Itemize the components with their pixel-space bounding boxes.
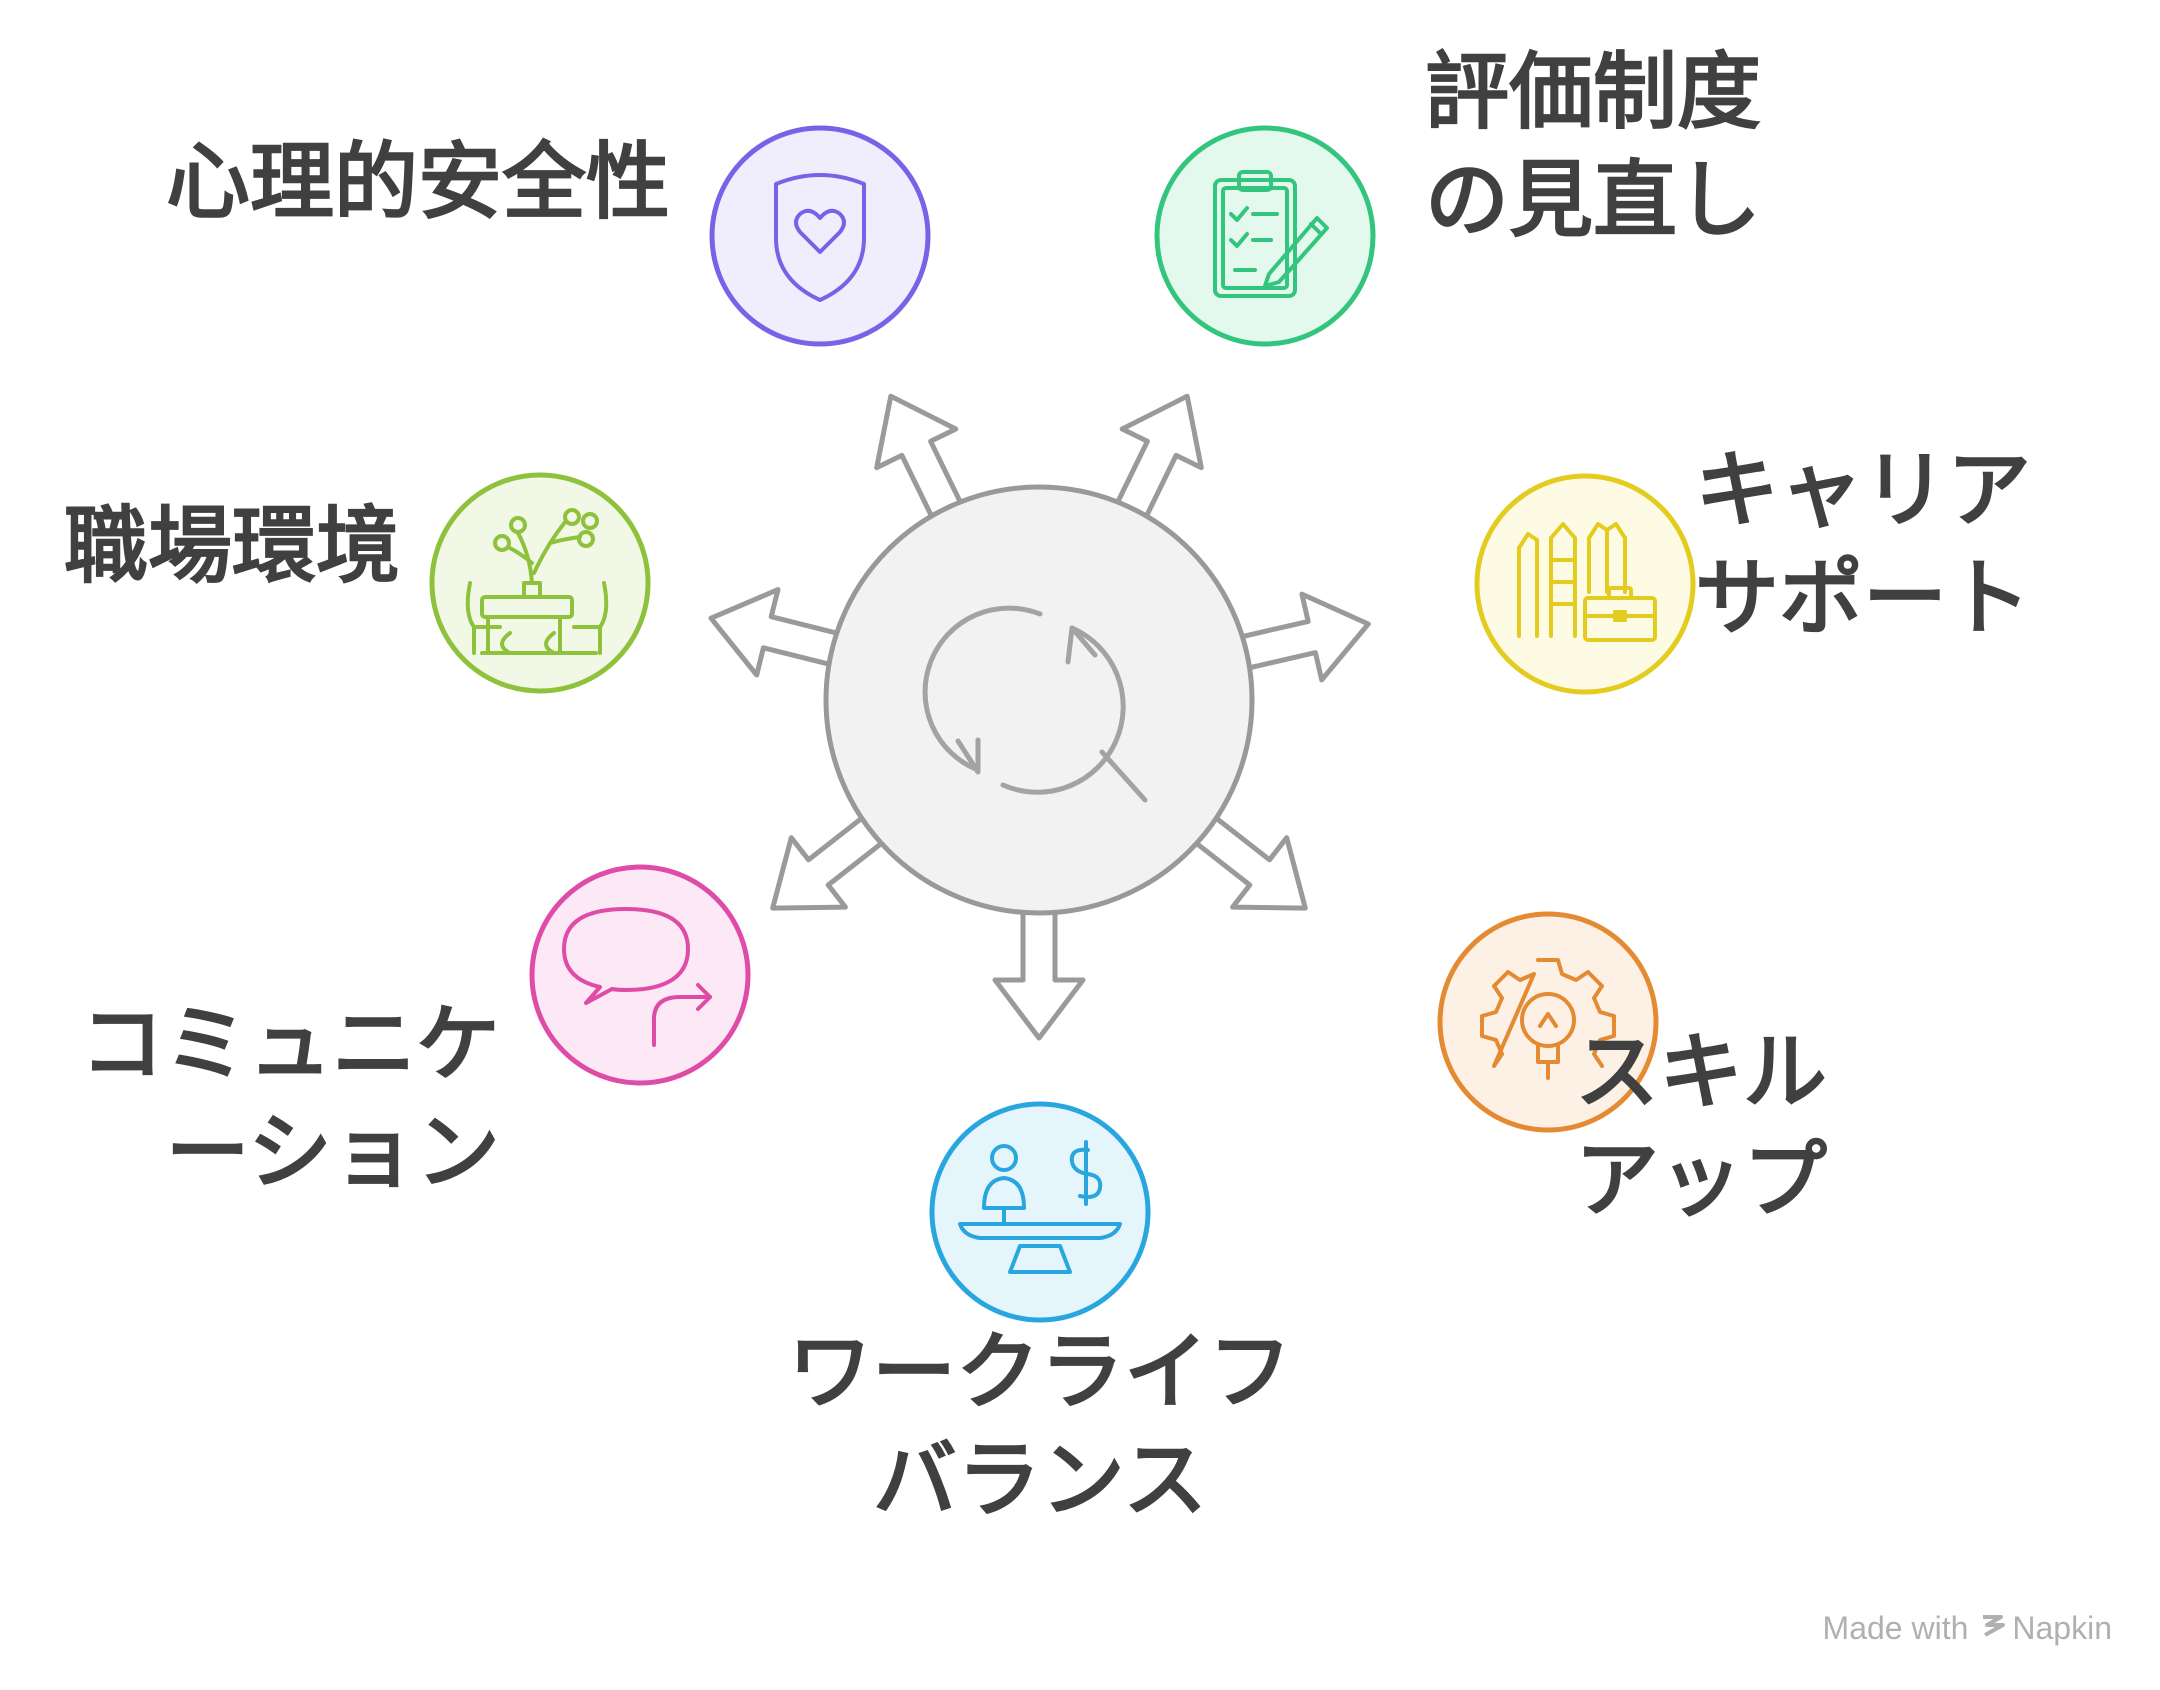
label-line: 職場環境 xyxy=(63,497,400,595)
center-hub xyxy=(823,484,1255,916)
node-psych-safety xyxy=(709,125,931,347)
node-career xyxy=(1474,473,1696,695)
label-line: ーション xyxy=(165,1103,500,1201)
label-line: キャリア xyxy=(1695,441,2032,539)
hub-arrows xyxy=(708,393,1371,1041)
label-line: 心理的安全性 xyxy=(165,133,670,231)
label-career: キャリア サポート xyxy=(1695,436,2031,652)
shield-heart-icon xyxy=(774,173,866,302)
node-circle xyxy=(1437,911,1659,1133)
label-communication: コミュニケ ーション xyxy=(30,990,500,1206)
napkin-logo-icon xyxy=(1980,1610,2006,1647)
label-line: アップ xyxy=(1575,1131,1828,1229)
node-communication xyxy=(529,864,751,1086)
career-ladder-briefcase-icon xyxy=(1517,522,1657,642)
label-skill: スキル アップ xyxy=(1575,1018,1827,1234)
balance-scale-icon xyxy=(958,1140,1122,1274)
node-circle xyxy=(929,1101,1151,1323)
made-with-text: Made with xyxy=(1822,1610,1969,1646)
node-skill xyxy=(1437,911,1659,1133)
label-psych-safety: 心理的安全性 xyxy=(100,128,670,236)
node-worklife xyxy=(929,1101,1151,1323)
label-line: の見直し xyxy=(1425,151,1762,249)
label-evaluation: 評価制度 の見直し xyxy=(1425,38,1761,254)
node-workplace xyxy=(429,472,651,694)
label-line: ワークライフ xyxy=(787,1323,1292,1421)
label-workplace: 職場環境 xyxy=(20,492,400,600)
desk-plant-icon xyxy=(465,508,609,655)
made-with-napkin: Made with Napkin xyxy=(1823,1610,2112,1651)
clipboard-pencil-icon xyxy=(1213,170,1329,298)
gear-bulb-icon xyxy=(1480,958,1616,1080)
node-evaluation xyxy=(1154,125,1376,347)
node-circle xyxy=(1154,125,1376,347)
label-line: バランス xyxy=(872,1431,1208,1529)
node-circle xyxy=(1474,473,1696,695)
label-line: 評価制度 xyxy=(1425,43,1762,141)
label-worklife: ワークライフ バランス xyxy=(740,1318,1340,1534)
node-circle xyxy=(529,864,751,1086)
brand-text: Napkin xyxy=(2012,1610,2112,1646)
label-line: スキル xyxy=(1575,1023,1828,1121)
chat-bubble-icon xyxy=(562,907,712,1047)
cycle-magnifier-icon xyxy=(922,605,1148,803)
label-line: サポート xyxy=(1695,549,2032,647)
label-line: コミュニケ xyxy=(79,995,500,1093)
node-circle xyxy=(709,125,931,347)
